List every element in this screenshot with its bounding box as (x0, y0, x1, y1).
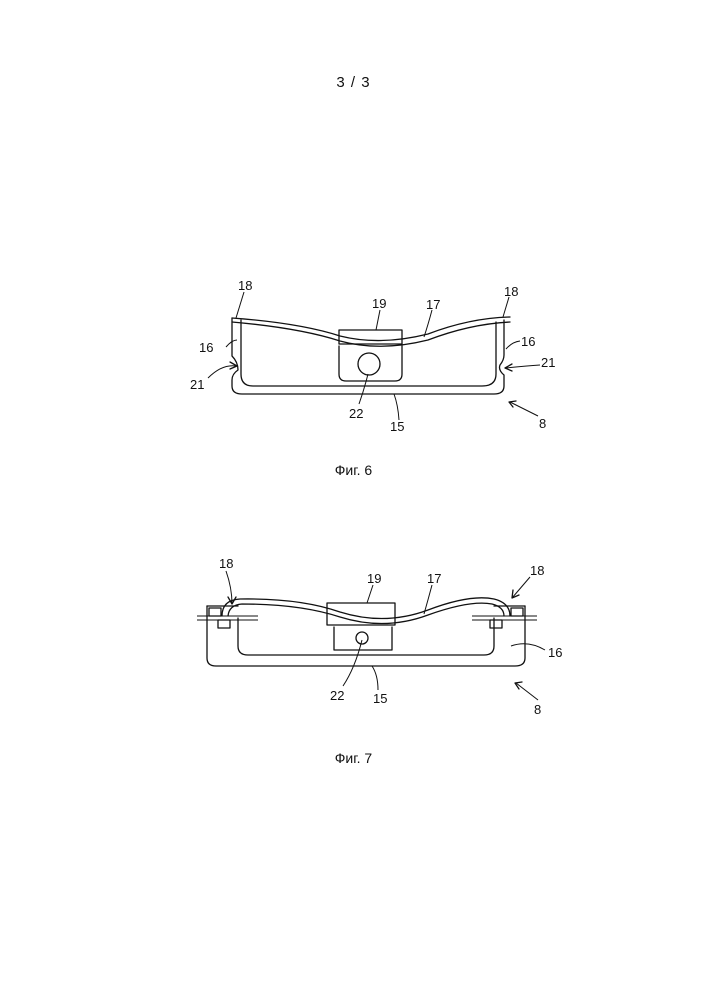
label-21-right: 21 (541, 355, 555, 370)
figure-6-caption: Фиг. 6 (0, 462, 707, 478)
label-17-fig7: 17 (427, 571, 441, 586)
arrow-8 (510, 402, 538, 416)
label-19: 19 (372, 296, 386, 311)
lug-left-top (209, 608, 221, 616)
label-21-left: 21 (190, 377, 204, 392)
element-22-block-fig7 (334, 627, 392, 650)
figure-7-drawing: 18 18 19 17 16 22 15 8 (197, 556, 562, 717)
label-8: 8 (539, 416, 546, 431)
label-18-left-fig7: 18 (219, 556, 233, 571)
lug-right-bottom (490, 620, 502, 628)
leader-15-fig7 (372, 666, 378, 690)
leader-18-right (503, 297, 509, 317)
element-22-block (339, 346, 402, 381)
strip-17-top-fig7 (222, 598, 510, 619)
leader-19 (376, 310, 380, 330)
label-18-left: 18 (238, 278, 252, 293)
label-17: 17 (426, 297, 440, 312)
label-15: 15 (390, 419, 404, 434)
label-22-fig7: 22 (330, 688, 344, 703)
leader-18-right-fig7 (512, 577, 530, 598)
label-15-fig7: 15 (373, 691, 387, 706)
housing-15-outline-fig7 (207, 606, 525, 666)
lug-left-bottom (218, 620, 230, 628)
element-19 (339, 330, 402, 344)
label-18-right-fig7: 18 (530, 563, 544, 578)
figure-7-caption: Фиг. 7 (0, 750, 707, 766)
rail-right (472, 616, 537, 620)
leader-22-fig7 (343, 640, 362, 686)
label-16-right: 16 (521, 334, 535, 349)
label-16-fig7: 16 (548, 645, 562, 660)
leader-22 (359, 374, 368, 404)
strip-17-top (232, 317, 510, 341)
strip-17-bottom-fig7 (228, 603, 504, 623)
leader-18-left (236, 292, 244, 318)
label-19-fig7: 19 (367, 571, 381, 586)
label-18-right: 18 (504, 284, 518, 299)
arrow-21-right (506, 365, 540, 368)
figure-6-drawing: 18 18 19 17 16 16 21 21 22 15 8 (190, 278, 555, 434)
lug-right-top (511, 608, 523, 616)
element-22-circle-fig7 (356, 632, 368, 644)
arrow-8-fig7 (516, 683, 538, 700)
label-8-fig7: 8 (534, 702, 541, 717)
element-22-circle (358, 353, 380, 375)
leader-15 (394, 394, 399, 420)
label-22: 22 (349, 406, 363, 421)
leader-19-fig7 (367, 585, 373, 603)
strip-17-bottom (232, 322, 510, 346)
leader-16-right (506, 341, 520, 349)
leader-16-fig7 (511, 644, 545, 650)
label-16-left: 16 (199, 340, 213, 355)
